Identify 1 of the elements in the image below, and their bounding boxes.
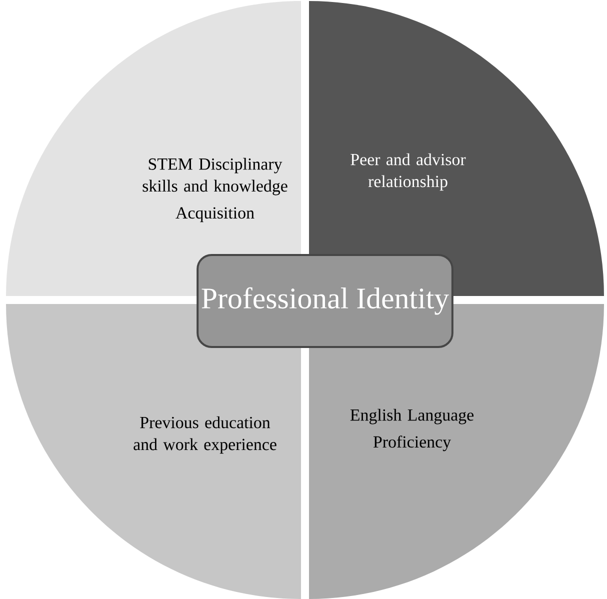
title-box: Professional Identity <box>196 254 454 348</box>
